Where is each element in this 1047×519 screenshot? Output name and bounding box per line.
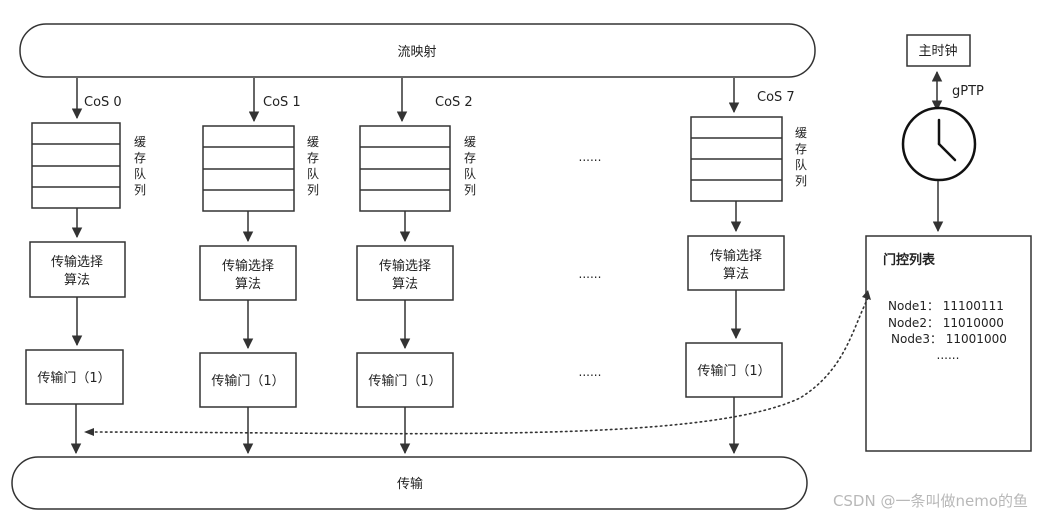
clock-icon [901, 106, 977, 182]
cos-label: CoS 0 [84, 95, 122, 110]
cos-label: CoS 2 [435, 95, 473, 110]
gate-control-list-title: 门控列表 [883, 252, 936, 268]
ellipsis-tsa: ...... [579, 267, 602, 281]
gcl-more: ...... [937, 348, 960, 362]
ellipsis-queue: ...... [579, 150, 602, 164]
queue-label: 缓存队列 [795, 126, 807, 188]
tsa-label-line1: 传输选择 [379, 258, 431, 274]
cos-column-1: CoS 1 缓存队列 传输选择 算法 传输门（1） [199, 78, 319, 455]
dotted-arrowhead-left [84, 428, 94, 436]
cos-column-2: CoS 2 缓存队列 传输选择 算法 传输门（1） [356, 78, 476, 455]
master-clock-box [906, 34, 971, 67]
gate-control-dotted-link [87, 297, 869, 435]
dotted-arrowhead-top [862, 290, 871, 300]
tsa-label-line2: 算法 [392, 277, 418, 292]
watermark: CSDN @一条叫做nemo的鱼 [833, 492, 1028, 510]
transmission-bar [11, 456, 808, 510]
cos-column-0: CoS 0 缓存队列 传输选择 算法 传输门（1） [25, 78, 146, 455]
gate-label: 传输门（1） [368, 373, 441, 389]
transmission-label: 传输 [397, 476, 423, 492]
cos-label: CoS 7 [757, 90, 795, 105]
gptp-label: gPTP [952, 84, 984, 99]
tsa-label-line2: 算法 [723, 267, 749, 282]
ellipsis-gate: ...... [579, 365, 602, 379]
transmission-gate [25, 349, 124, 405]
gate-label: 传输门（1） [37, 370, 110, 386]
tsa-label-line2: 算法 [64, 273, 90, 288]
gcl-entry: Node1： 11100111 [888, 299, 1004, 313]
tsa-label-line1: 传输选择 [222, 258, 274, 274]
transmission-gate [685, 342, 783, 398]
gcl-entry: Node3： 11001000 [891, 332, 1007, 346]
tsa-label-line1: 传输选择 [51, 254, 103, 270]
cos-label: CoS 1 [263, 95, 301, 110]
gate-control-list-box [865, 235, 1032, 452]
tsa-box [356, 245, 454, 301]
tsa-box [29, 241, 126, 298]
gate-label: 传输门（1） [211, 373, 284, 389]
tsa-label-line1: 传输选择 [710, 248, 762, 264]
tsa-label-line2: 算法 [235, 277, 261, 292]
gcl-entry: Node2： 11010000 [888, 316, 1004, 330]
queue-label: 缓存队列 [464, 135, 476, 197]
master-clock-label: 主时钟 [918, 43, 957, 59]
flow-mapping-label: 流映射 [397, 44, 436, 60]
cos-column-7: CoS 7 缓存队列 传输选择 算法 传输门（1） [685, 78, 807, 455]
gate-label: 传输门（1） [697, 363, 770, 379]
queue-label: 缓存队列 [134, 135, 146, 197]
queue-label: 缓存队列 [307, 135, 319, 197]
tsa-box [199, 245, 297, 301]
flow-mapping-bar [19, 23, 816, 78]
tsa-box [687, 235, 785, 291]
